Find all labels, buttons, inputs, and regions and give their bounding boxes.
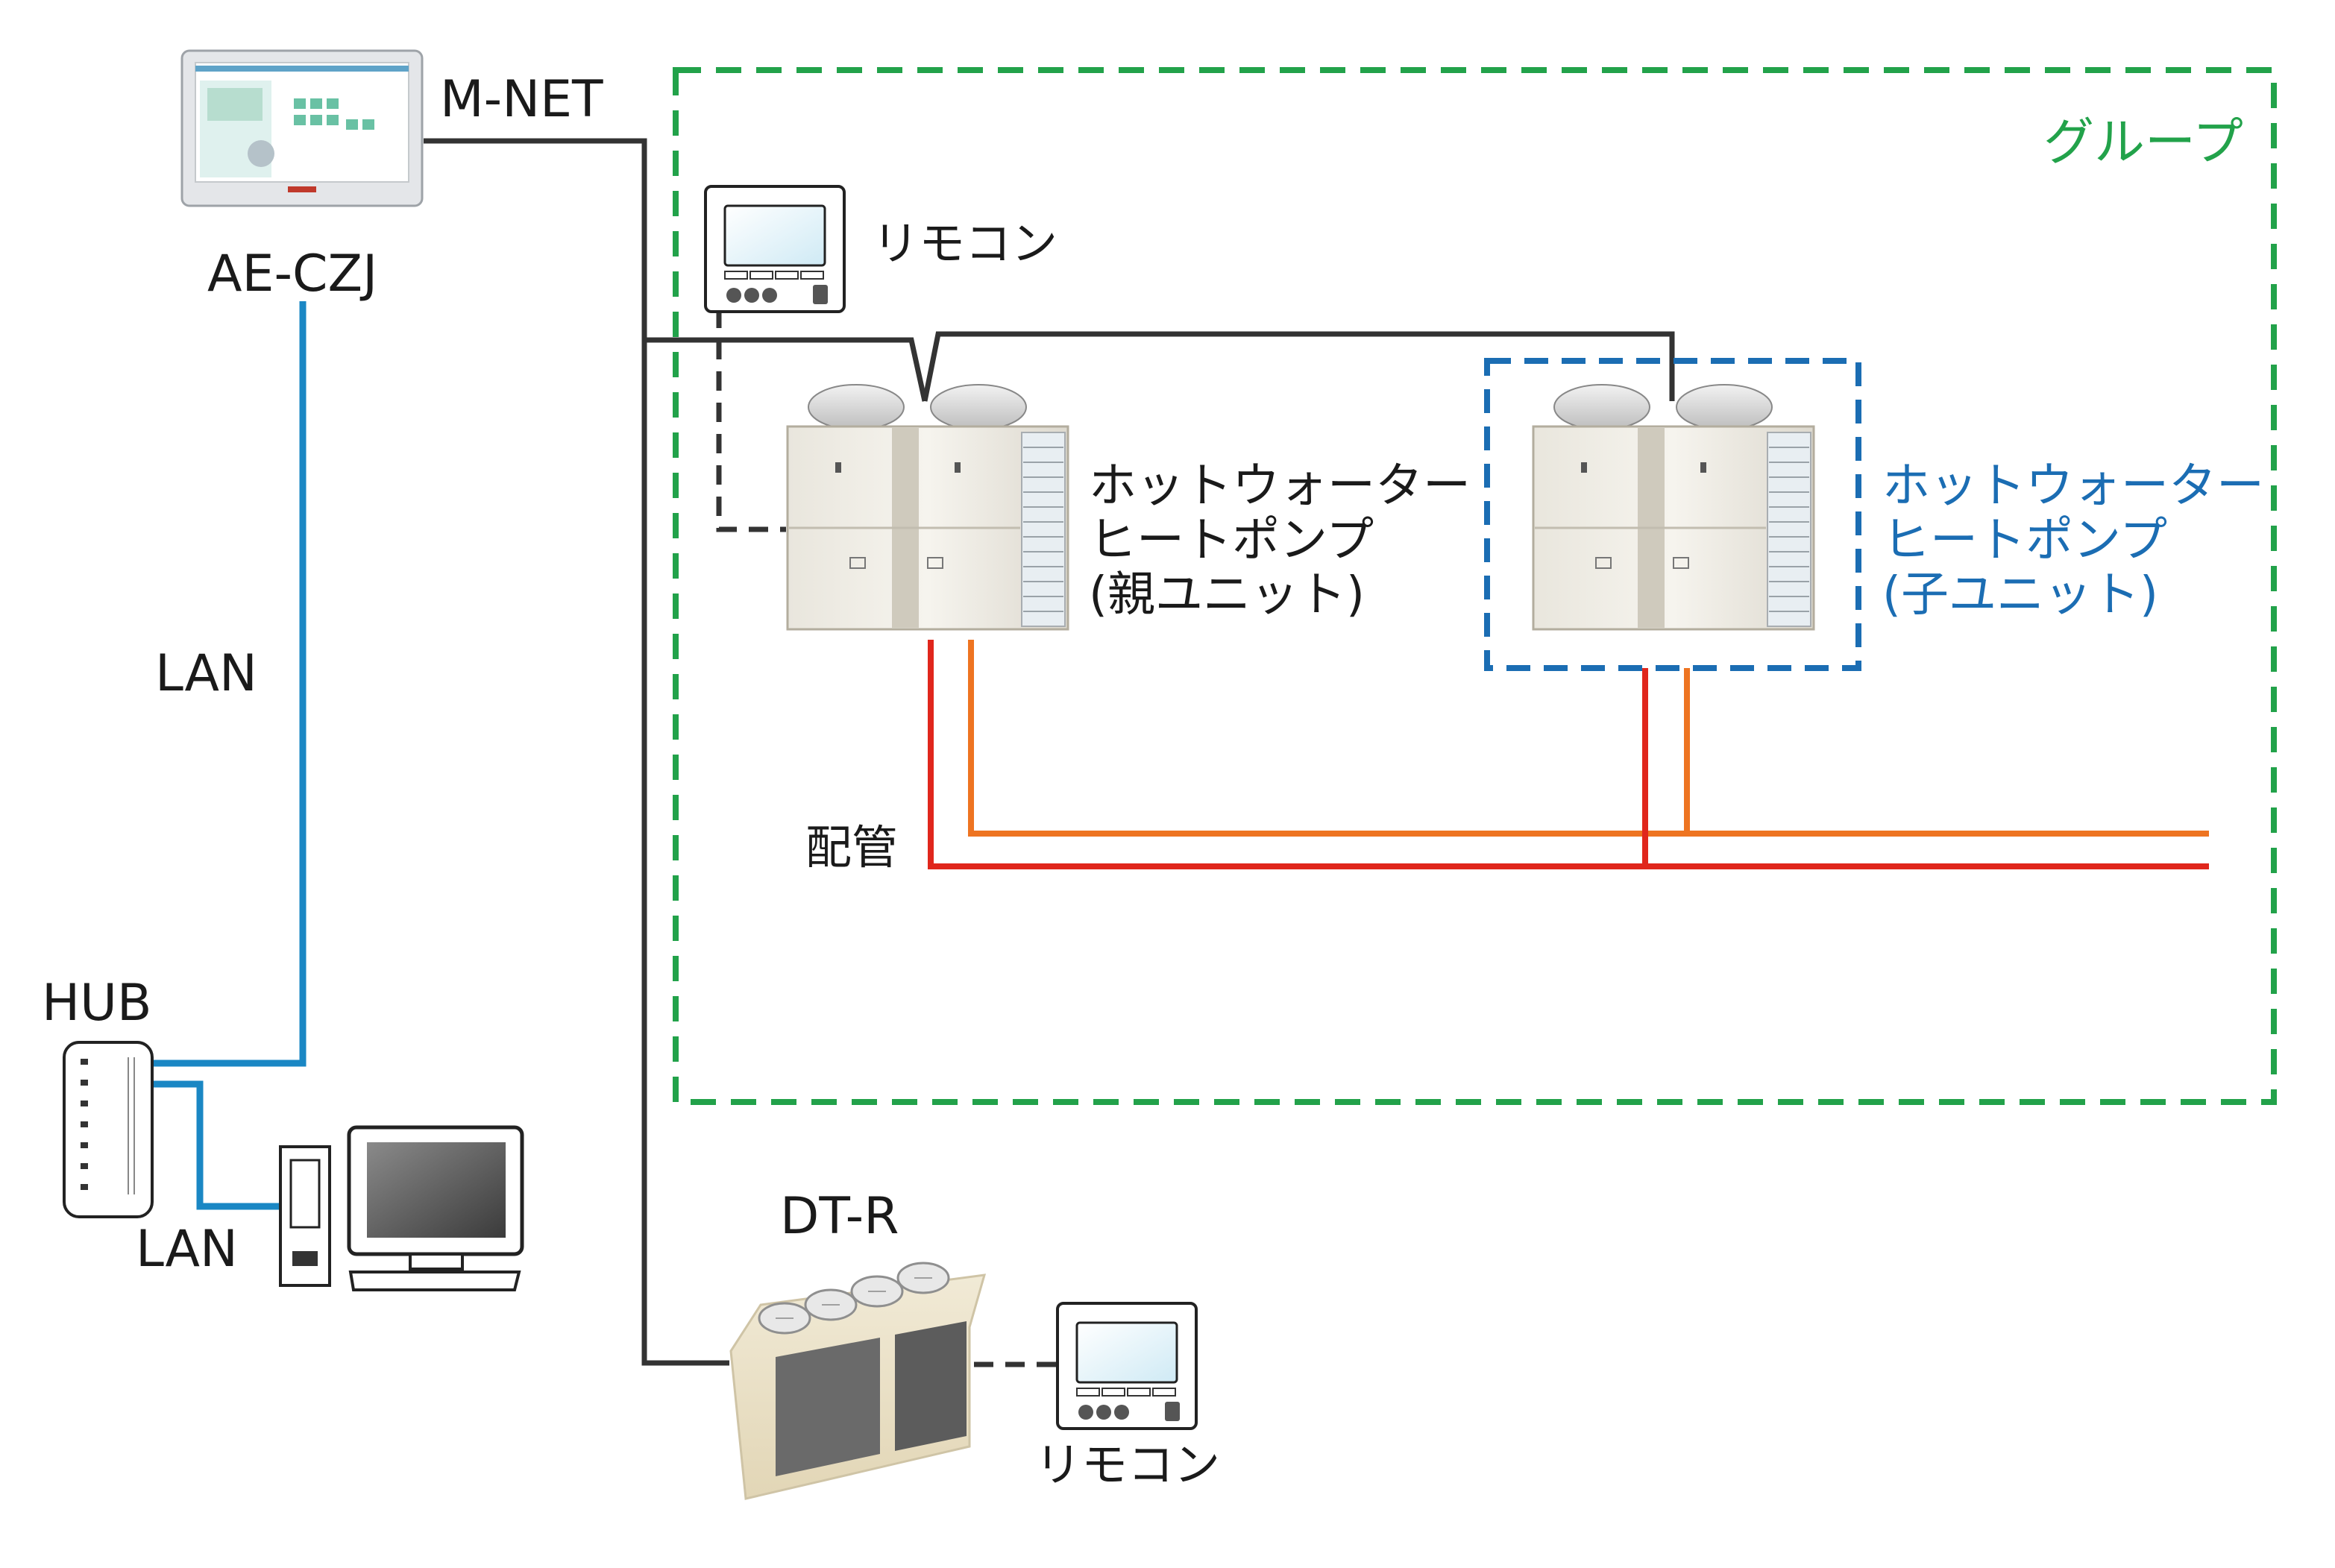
- hub-icon: [63, 1041, 154, 1218]
- hub-label: HUB: [42, 974, 152, 1033]
- child-unit-border: [1484, 358, 1861, 671]
- remote-controller-icon: [704, 185, 846, 313]
- remote-label-top: リモコン: [873, 216, 1058, 271]
- child-unit-label-line2: ヒートポンプ: [1882, 512, 2168, 568]
- parent-unit-label-line1: ホットウォーター: [1089, 459, 1471, 514]
- piping-label: 配管: [805, 820, 899, 875]
- lan-label-upper: LAN: [155, 644, 257, 703]
- controller-label: AE-CZJ: [207, 245, 378, 303]
- child-unit-label-line3: (子ユニット): [1882, 567, 2158, 623]
- parent-unit-label-line3: (親ユニット): [1089, 567, 1365, 623]
- parent-unit-label: ホットウォーター ヒートポンプ (親ユニット): [1089, 459, 1471, 623]
- remote-controller-icon: [1056, 1302, 1198, 1430]
- child-unit-label-line1: ホットウォーター: [1882, 459, 2264, 514]
- remote-label-bottom: リモコン: [1035, 1438, 1221, 1492]
- mnet-wiring: [424, 138, 1675, 1366]
- dtr-label: DT-R: [780, 1187, 899, 1246]
- touch-panel-controller-icon: [180, 49, 424, 207]
- lan-label-lower: LAN: [136, 1220, 238, 1279]
- parent-unit-label-line2: ヒートポンプ: [1089, 512, 1374, 568]
- group-label: グループ: [2043, 113, 2243, 172]
- desktop-pc-icon: [279, 1125, 524, 1291]
- remote-wiring: [716, 309, 1060, 1367]
- chiller-unit-icon: [729, 1262, 987, 1500]
- piping: [928, 640, 2209, 869]
- heat-pump-unit-icon: [786, 384, 1069, 631]
- group-border: [673, 67, 2277, 1105]
- heat-pump-unit-icon: [1532, 384, 1815, 631]
- mnet-label: M-NET: [440, 70, 603, 129]
- child-unit-label: ホットウォーター ヒートポンプ (子ユニット): [1882, 459, 2264, 623]
